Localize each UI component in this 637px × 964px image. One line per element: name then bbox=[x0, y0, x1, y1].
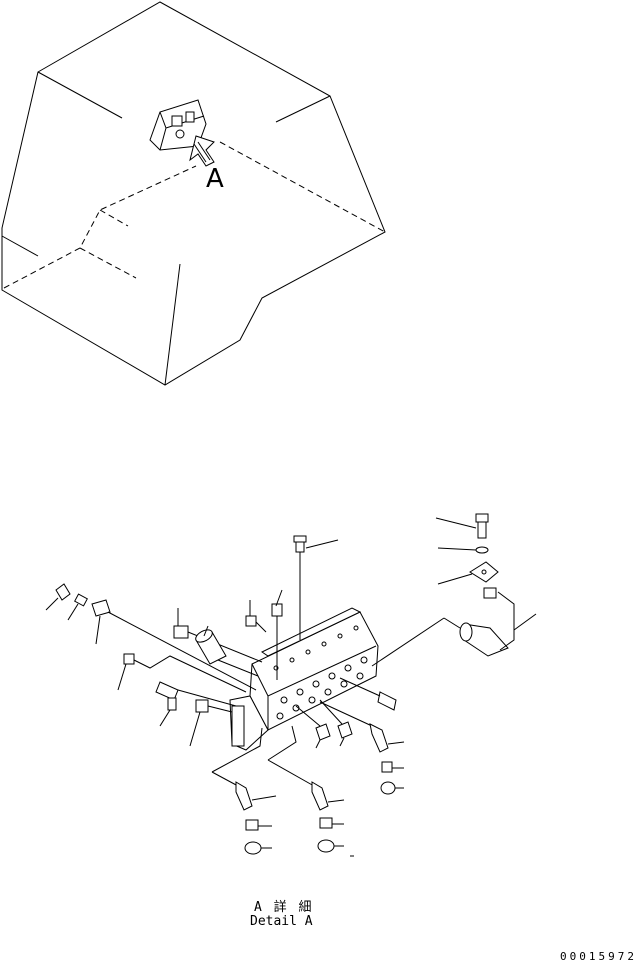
lower-elbow-left bbox=[212, 728, 276, 854]
bolt-shank bbox=[478, 522, 486, 538]
view-label-a: A bbox=[206, 164, 224, 194]
detail-a-view bbox=[46, 514, 536, 856]
view-arrow-icon bbox=[190, 136, 214, 166]
cab-inner-edge-right bbox=[276, 96, 330, 122]
bolt-stack bbox=[436, 514, 498, 584]
caption-en: Detail A bbox=[250, 914, 313, 929]
cab-inner-edge-left bbox=[38, 72, 122, 118]
cab-front-edge bbox=[165, 264, 180, 385]
left-fitting-chain bbox=[46, 584, 256, 690]
caption-jp: A 詳 細 bbox=[254, 900, 314, 915]
right-fittings bbox=[320, 678, 404, 794]
cab-side-edge bbox=[2, 236, 38, 256]
cab-overview bbox=[2, 2, 385, 385]
nut-left bbox=[245, 842, 261, 854]
lower-elbow-right bbox=[268, 726, 354, 856]
elbow-fitting-2 bbox=[118, 654, 246, 692]
washer bbox=[476, 547, 488, 553]
leader-top-fitting bbox=[306, 540, 338, 548]
nut-upper-right bbox=[381, 782, 395, 794]
cap-right bbox=[320, 818, 332, 828]
elbow-fitting-1 bbox=[272, 590, 282, 680]
bolt-head bbox=[476, 514, 488, 522]
mid-fittings bbox=[296, 700, 352, 748]
cab-hidden-rear bbox=[220, 142, 385, 232]
valve-block-overview bbox=[150, 100, 206, 150]
tee-fitting bbox=[156, 682, 236, 726]
connector bbox=[484, 588, 496, 598]
drawing-number: 00015972 bbox=[560, 950, 637, 963]
cap-upper-right bbox=[382, 762, 392, 772]
straight-fitting bbox=[190, 700, 232, 746]
clamp-bracket bbox=[470, 562, 498, 582]
manifold-block bbox=[230, 608, 378, 750]
sensor-unit bbox=[372, 588, 536, 666]
cap-left bbox=[246, 820, 258, 830]
nut-right bbox=[318, 840, 334, 852]
accumulator-cylinder bbox=[194, 626, 258, 676]
plug-fitting bbox=[246, 600, 266, 632]
cab-outline bbox=[2, 2, 385, 385]
cab-hidden-floor bbox=[4, 166, 196, 288]
cab-hidden-step bbox=[80, 210, 136, 278]
top-fitting bbox=[294, 536, 338, 640]
